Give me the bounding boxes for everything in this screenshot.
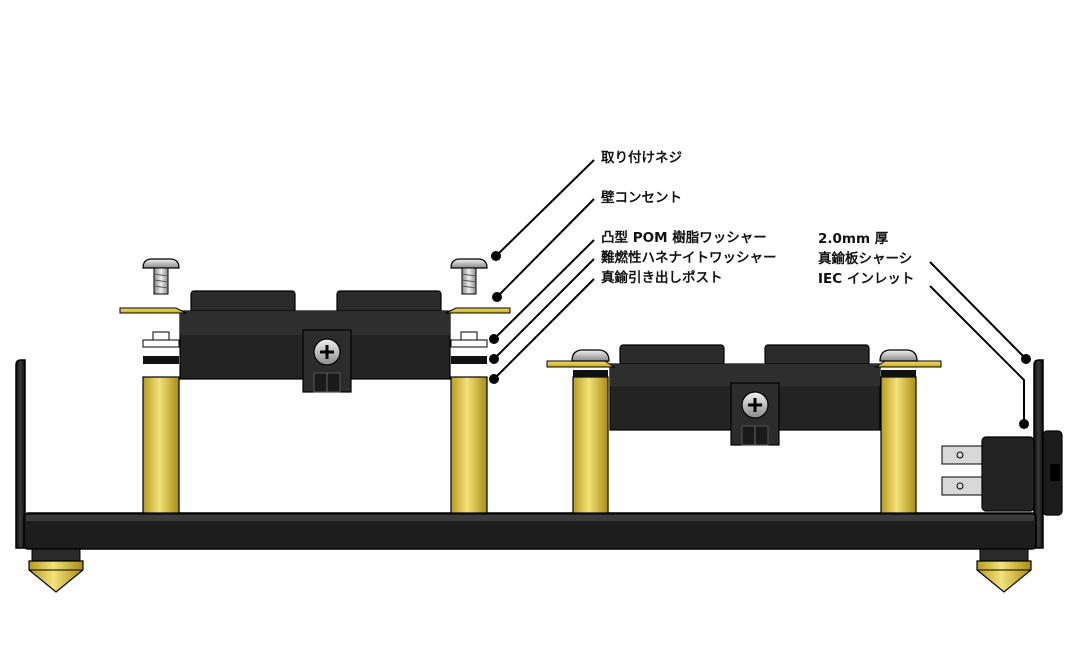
label-wall-outlet: 壁コンセント (601, 190, 682, 206)
pom-washer-left-b (450, 331, 488, 348)
wall-outlet-left (179, 290, 451, 393)
outlet-ear-left-b (445, 307, 511, 314)
flame-washer-left-a (143, 356, 179, 364)
brass-post-left-a (142, 376, 180, 514)
label-chassis: 真鍮板シャーシ (818, 251, 913, 267)
mounting-screw-right-b (879, 349, 918, 362)
brass-post-right-a (572, 370, 609, 514)
outlet-ear-right-b (874, 360, 942, 368)
pom-washer-left-a (142, 331, 180, 348)
brass-foot-left (28, 548, 84, 593)
brass-post-left-b (450, 376, 488, 514)
outlet-ear-left-a (119, 307, 187, 314)
mounting-screw-left-b (450, 258, 488, 295)
label-mounting-screw: 取り付けネジ (601, 150, 682, 166)
label-chassis-thickness: 2.0mm 厚 (818, 231, 889, 247)
label-brass-post: 真鍮引き出しポスト (601, 270, 723, 286)
brass-foot-right (976, 548, 1032, 593)
wall-outlet-right (609, 344, 881, 446)
mounting-screw-right-a (571, 349, 610, 362)
outlet-ear-right-a (546, 360, 616, 368)
mounting-screw-left-a (142, 258, 180, 295)
flame-washer-left-b (451, 356, 487, 364)
iec-inlet (941, 430, 1063, 516)
label-pom-washer: 凸型 POM 樹脂ワッシャー (601, 230, 767, 246)
leader-lines (489, 159, 1031, 429)
label-flame-washer: 難燃性ハネナイトワッシャー (601, 250, 777, 266)
label-iec-inlet: IEC インレット (818, 271, 915, 287)
brass-post-right-b (880, 370, 917, 514)
